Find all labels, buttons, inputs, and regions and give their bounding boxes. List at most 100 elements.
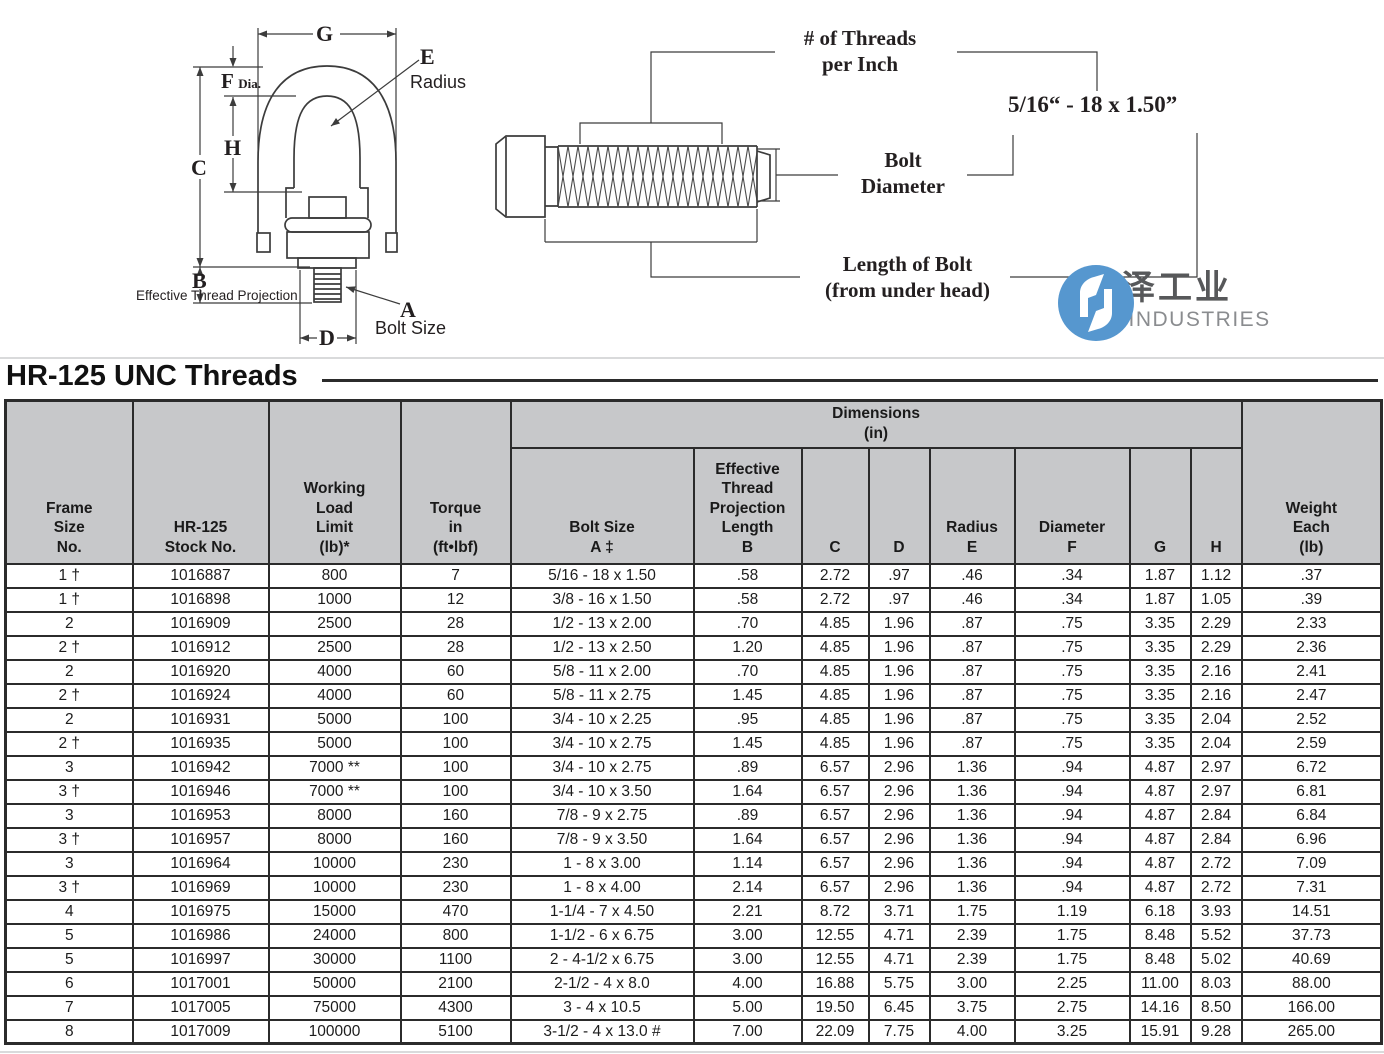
- cell-diameter-f: 1.75: [1013, 946, 1131, 973]
- cell-torque: 100: [399, 778, 512, 805]
- dim-label-b: B: [192, 268, 207, 293]
- cell-bolt-size-a: 1 - 8 x 4.00: [509, 874, 695, 901]
- cell-dim-g: 8.48: [1128, 922, 1192, 949]
- length-of-bolt-label: Length of Bolt (from under head): [825, 252, 990, 302]
- cell-dim-c: 4.85: [800, 658, 870, 685]
- cell-weight: 2.47: [1240, 682, 1383, 709]
- cell-dim-g: 11.00: [1128, 970, 1192, 997]
- cell-dim-g: 1.87: [1128, 586, 1192, 613]
- cell-dim-g: 4.87: [1128, 802, 1192, 829]
- cell-dim-h: 2.16: [1189, 682, 1243, 709]
- cell-weight: 166.00: [1240, 994, 1383, 1021]
- cell-dim-d: 2.96: [867, 778, 931, 805]
- cell-dim-c: 4.85: [800, 730, 870, 757]
- cell-working-load-limit: 2500: [267, 610, 402, 637]
- cell-stock-no: 1017001: [131, 970, 270, 997]
- cell-dim-g: 3.35: [1128, 658, 1192, 685]
- cell-working-load-limit: 24000: [267, 922, 402, 949]
- cell-weight: 7.31: [1240, 874, 1383, 901]
- cell-weight: 2.52: [1240, 706, 1383, 733]
- cell-diameter-f: .94: [1013, 826, 1131, 853]
- cell-dim-c: 6.57: [800, 826, 870, 853]
- cell-diameter-f: .94: [1013, 850, 1131, 877]
- cell-working-load-limit: 4000: [267, 682, 402, 709]
- cell-dim-d: 4.71: [867, 922, 931, 949]
- header-thread-projection-b: Effective Thread Projection Length B: [692, 446, 803, 565]
- cell-dim-h: 8.03: [1189, 970, 1243, 997]
- cell-frame-size: 5: [4, 946, 134, 973]
- dim-label-g: G: [316, 21, 334, 46]
- cell-dim-d: 4.71: [867, 946, 931, 973]
- cell-working-load-limit: 2500: [267, 634, 402, 661]
- cell-dim-g: 4.87: [1128, 778, 1192, 805]
- cell-dim-c: 4.85: [800, 706, 870, 733]
- effective-thread-projection-label: Effective Thread Projection: [136, 288, 298, 303]
- cell-thread-projection-b: .58: [692, 562, 803, 589]
- cell-frame-size: 4: [4, 898, 134, 925]
- cell-thread-projection-b: .95: [692, 706, 803, 733]
- cell-bolt-size-a: 1/2 - 13 x 2.00: [509, 610, 695, 637]
- cell-frame-size: 2 †: [4, 682, 134, 709]
- cell-weight: 6.84: [1240, 802, 1383, 829]
- cell-diameter-f: .75: [1013, 610, 1131, 637]
- dim-label-f: F Dia.: [221, 69, 261, 94]
- cell-dim-c: 12.55: [800, 922, 870, 949]
- cell-frame-size: 2: [4, 658, 134, 685]
- cell-dim-h: 2.97: [1189, 778, 1243, 805]
- cell-radius-e: 3.75: [928, 994, 1016, 1021]
- cell-dim-h: 3.93: [1189, 898, 1243, 925]
- cell-thread-projection-b: .58: [692, 586, 803, 613]
- dia-abbrev: Dia.: [238, 76, 262, 91]
- cell-radius-e: 1.36: [928, 850, 1016, 877]
- header-dimensions-group: Dimensions (in): [509, 399, 1243, 449]
- cell-working-load-limit: 15000: [267, 898, 402, 925]
- cell-stock-no: 1016975: [131, 898, 270, 925]
- cell-dim-c: 6.57: [800, 754, 870, 781]
- cell-diameter-f: .75: [1013, 706, 1131, 733]
- cell-dim-c: 4.85: [800, 634, 870, 661]
- cell-bolt-size-a: 3/4 - 10 x 2.75: [509, 730, 695, 757]
- cell-dim-d: 7.75: [867, 1018, 931, 1045]
- cell-weight: 37.73: [1240, 922, 1383, 949]
- cell-dim-h: 8.50: [1189, 994, 1243, 1021]
- cell-diameter-f: .94: [1013, 874, 1131, 901]
- cell-frame-size: 6: [4, 970, 134, 997]
- cell-dim-d: .97: [867, 586, 931, 613]
- cell-working-load-limit: 7000 **: [267, 754, 402, 781]
- cell-thread-projection-b: 2.21: [692, 898, 803, 925]
- cell-radius-e: 1.36: [928, 874, 1016, 901]
- cell-dim-d: 1.96: [867, 634, 931, 661]
- cell-dim-c: 4.85: [800, 682, 870, 709]
- cell-torque: 230: [399, 850, 512, 877]
- cell-bolt-size-a: 2 - 4-1/2 x 6.75: [509, 946, 695, 973]
- cell-working-load-limit: 5000: [267, 730, 402, 757]
- cell-torque: 4300: [399, 994, 512, 1021]
- cell-thread-projection-b: .70: [692, 658, 803, 685]
- cell-torque: 12: [399, 586, 512, 613]
- header-frame-size: Frame Size No.: [4, 399, 134, 565]
- cell-frame-size: 1 †: [4, 586, 134, 613]
- cell-diameter-f: .75: [1013, 658, 1131, 685]
- cell-stock-no: 1016912: [131, 634, 270, 661]
- cell-dim-d: 1.96: [867, 730, 931, 757]
- cell-weight: .39: [1240, 586, 1383, 613]
- cell-bolt-size-a: 3/4 - 10 x 2.75: [509, 754, 695, 781]
- cell-dim-c: 22.09: [800, 1018, 870, 1045]
- cell-weight: 40.69: [1240, 946, 1383, 973]
- header-dim-g: G: [1128, 446, 1192, 565]
- cell-thread-projection-b: 7.00: [692, 1018, 803, 1045]
- cell-dim-c: 2.72: [800, 562, 870, 589]
- cell-radius-e: 1.36: [928, 778, 1016, 805]
- cell-torque: 2100: [399, 970, 512, 997]
- header-working-load-limit: Working Load Limit (lb)*: [267, 399, 402, 565]
- cell-dim-h: 2.97: [1189, 754, 1243, 781]
- cell-dim-h: 2.04: [1189, 730, 1243, 757]
